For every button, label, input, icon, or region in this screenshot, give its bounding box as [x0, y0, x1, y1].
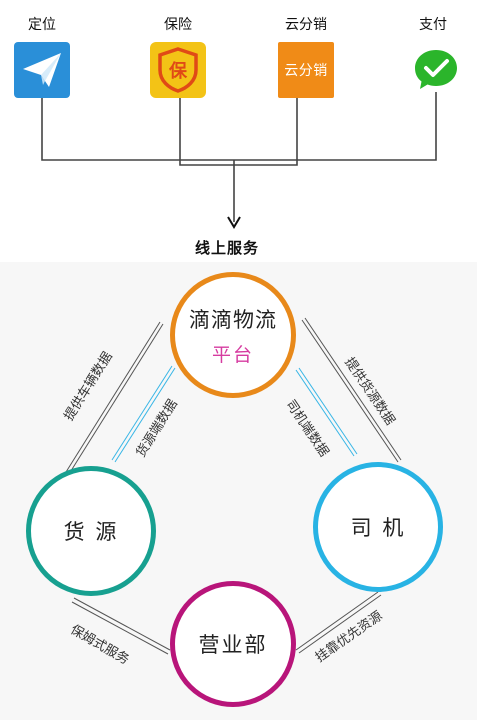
right-inner-line-a — [295, 369, 355, 457]
source-label: 货 源 — [63, 520, 119, 544]
left-inner-line-b — [114, 367, 176, 463]
down-arrow-icon — [227, 216, 241, 229]
platform-subtitle: 平台 — [211, 343, 254, 366]
online-service-label: 线上服务 — [195, 239, 260, 257]
left-inner-line-a — [111, 365, 173, 461]
bottom-left-line-a — [73, 597, 171, 651]
service-label-pay: 支付 — [419, 17, 447, 33]
tree-inner-line — [179, 98, 298, 166]
source-node: 货 源 — [26, 466, 156, 596]
wechat-pay-check-icon[interactable] — [408, 42, 464, 98]
driver-label: 司 机 — [350, 516, 406, 540]
sales-node: 营业部 — [170, 581, 296, 707]
right-outer-line-b — [304, 317, 402, 461]
left-outer-line-a — [65, 321, 161, 473]
service-label-insurance: 保险 — [164, 17, 192, 33]
driver-node: 司 机 — [313, 462, 443, 592]
service-label-cloud: 云分销 — [285, 17, 327, 33]
service-label-locate: 定位 — [28, 17, 56, 33]
platform-node: 滴滴物流 平台 — [170, 272, 296, 398]
sales-label: 营业部 — [198, 633, 268, 657]
bottom-right-line-a — [295, 591, 379, 651]
cloud-badge-text: 云分销 — [284, 63, 328, 79]
tree-outer-line — [41, 92, 437, 161]
left-outer-line-b — [68, 323, 164, 475]
bottom-right-line-b — [298, 594, 382, 654]
platform-name: 滴滴物流 — [189, 307, 277, 332]
right-inner-line-b — [298, 367, 358, 455]
paper-plane-icon[interactable] — [14, 42, 70, 98]
insurance-shield-icon[interactable]: 保 — [150, 42, 206, 98]
right-outer-line-a — [301, 319, 399, 463]
bottom-left-line-b — [71, 601, 169, 655]
svg-text:保: 保 — [168, 60, 188, 82]
cloud-distribution-icon[interactable]: 云分销 — [278, 42, 334, 98]
